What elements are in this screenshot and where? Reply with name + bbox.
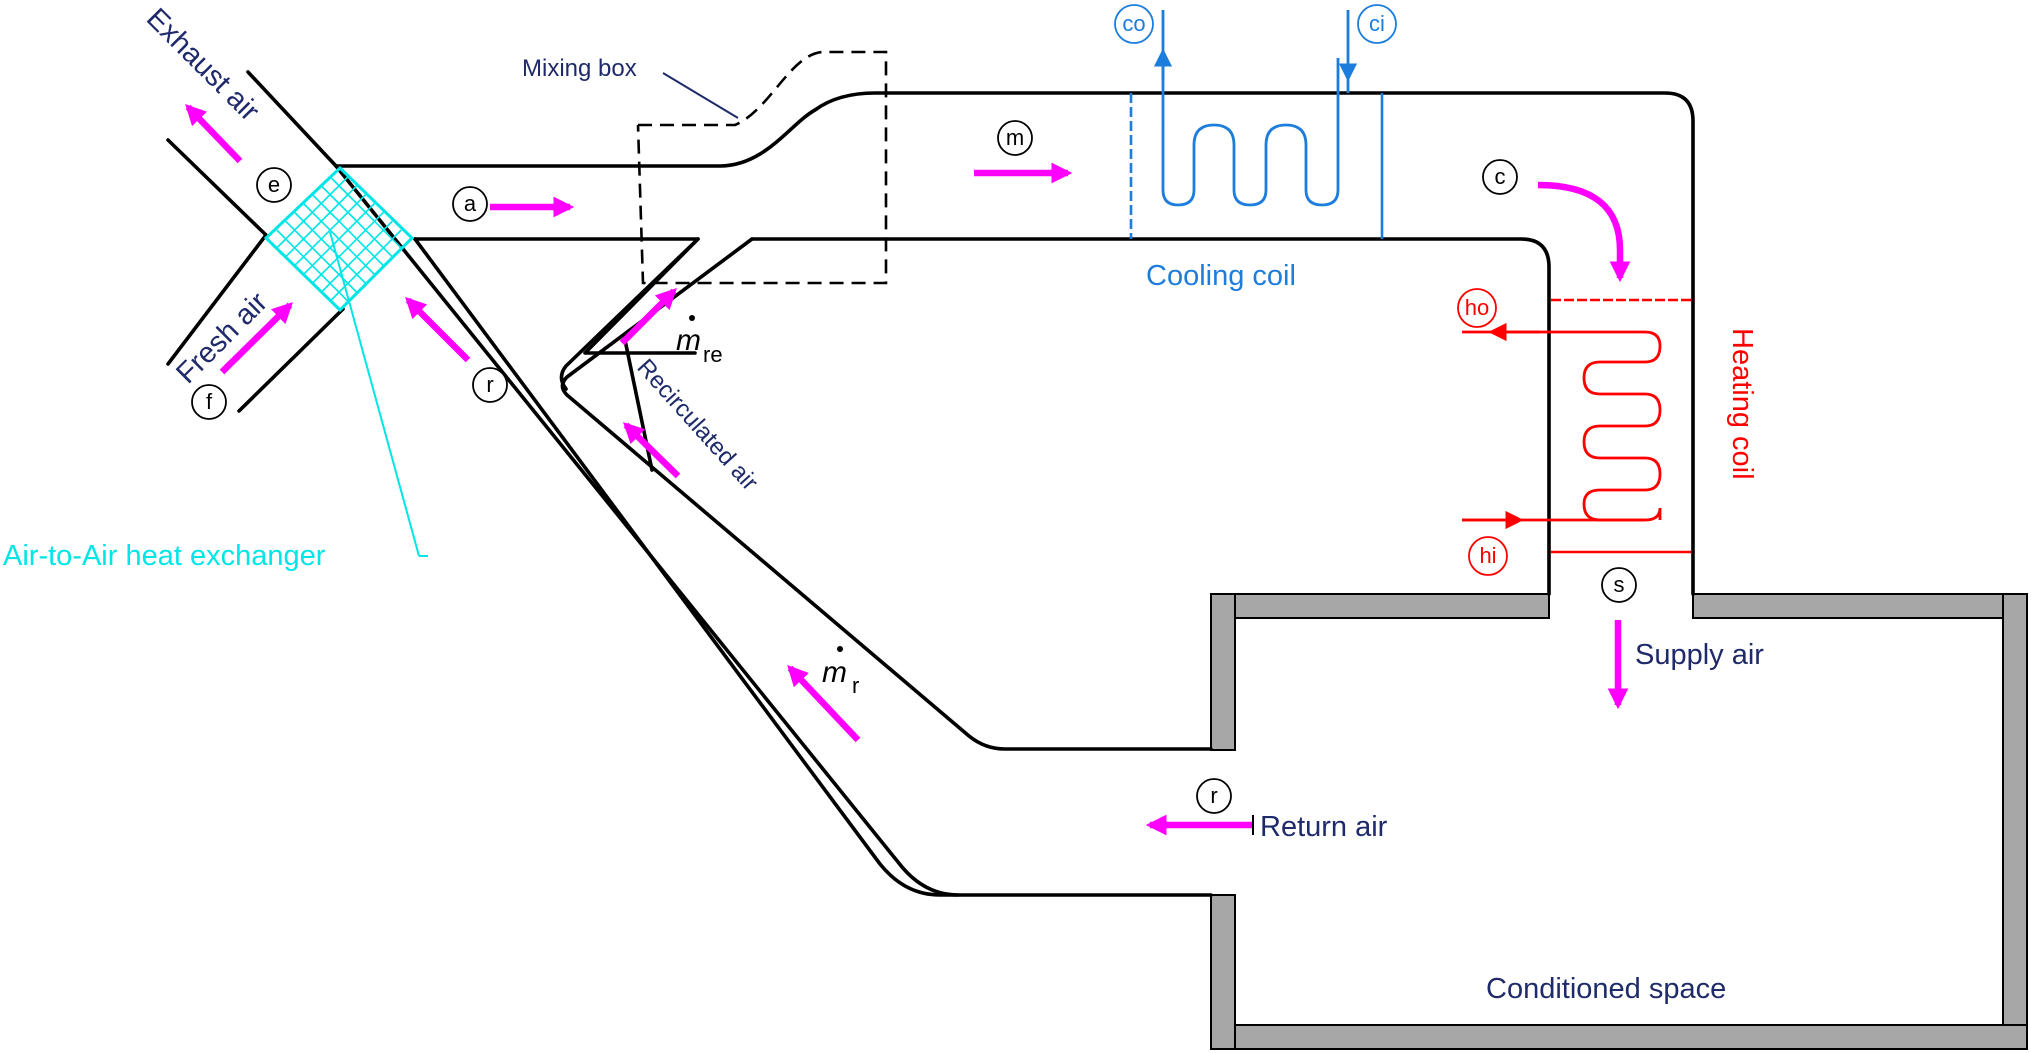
port-co: co: [1114, 4, 1154, 44]
heating-coil-label: Heating coil: [1726, 328, 1758, 480]
port-ho-label: ho: [1465, 295, 1489, 320]
duct-recirculation-outer: [560, 237, 1213, 751]
heating-coil-tubes: [1462, 330, 1662, 522]
heating-coil: Heating coil: [1462, 298, 1758, 554]
heat-exchanger-grid-line: [311, 194, 384, 267]
state-point-r-exchanger: r: [472, 367, 508, 403]
heat-exchanger-grid-line: [329, 176, 402, 249]
conditioned-space-label: Conditioned space: [1486, 973, 1726, 1005]
state-point-c-label: c: [1495, 164, 1506, 189]
mass-flow-recirculated-subscript: re: [703, 342, 723, 367]
wall-right: [2002, 593, 2028, 1050]
state-point-r-return-label: r: [1210, 783, 1217, 808]
return-to-exchanger-arrow: [405, 297, 471, 363]
mass-flow-recirculated-dot: [689, 315, 695, 321]
port-co-label: co: [1122, 11, 1145, 36]
state-points: e f a r m c s r: [191, 120, 1637, 814]
wall-bottom: [1210, 1024, 2028, 1050]
wall-left-lower: [1210, 894, 1236, 1050]
duct-fresh-upper: [166, 233, 268, 366]
mixing-box: [636, 50, 888, 285]
return-duct-arrow: [787, 664, 861, 743]
wall-left-upper: [1210, 593, 1236, 751]
mass-flow-return-subscript: r: [852, 673, 859, 698]
heat-exchanger-grid-line: [311, 211, 384, 284]
return-air-label: Return air: [1260, 811, 1388, 843]
state-point-f: f: [191, 384, 227, 420]
exhaust-air-label: Exhaust air: [140, 2, 265, 127]
wall-top-left: [1210, 593, 1550, 619]
mixing-box-leader: [662, 72, 739, 119]
state-point-m: m: [997, 120, 1033, 156]
duct-recirculation-inner: [559, 237, 700, 391]
fresh-air-arrow: [219, 302, 293, 375]
duct-return-left: [334, 164, 960, 897]
wall-top-right: [1692, 593, 2028, 619]
state-point-e: e: [256, 167, 292, 203]
state-point-c: c: [1482, 159, 1518, 195]
coil-ports: co ci ho hi: [1114, 4, 1508, 576]
mixing-box-label: Mixing box: [522, 55, 637, 82]
state-point-e-label: e: [268, 172, 280, 197]
heat-exchanger-grid-line: [329, 229, 402, 302]
exhaust-air-arrow: [185, 104, 243, 164]
recirculated-air-arrow-upper: [619, 288, 677, 346]
conditioned-space-walls: [1210, 593, 2028, 1050]
port-ci: ci: [1357, 4, 1397, 44]
duct-outer-top: [334, 91, 1695, 596]
state-point-a: a: [452, 186, 488, 222]
mass-flow-return: m r: [822, 646, 859, 698]
state-point-f-label: f: [206, 389, 213, 414]
heat-exchanger-body: [263, 165, 415, 313]
mass-flow-return-dot: [837, 646, 843, 652]
cooling-coil-label: Cooling coil: [1146, 260, 1296, 292]
heat-exchanger-label: Air-to-Air heat exchanger: [3, 540, 326, 572]
cooling-coil: Cooling coil: [1129, 10, 1384, 292]
port-ci-label: ci: [1369, 11, 1385, 36]
duct-return-lower: [413, 237, 1213, 897]
heat-exchanger-grid: [276, 176, 402, 302]
port-hi: hi: [1468, 536, 1508, 576]
duct-exhaust-upper: [246, 70, 338, 168]
cooling-coil-tubes: [1161, 58, 1340, 207]
duct-exhaust-lower: [166, 138, 268, 237]
mass-flow-recirculated-symbol: m: [676, 324, 701, 357]
heat-exchanger-grid-line: [320, 185, 393, 258]
heat-exchanger: Air-to-Air heat exchanger: [3, 165, 428, 572]
state-point-s-label: s: [1614, 572, 1625, 597]
ductwork: [166, 70, 1695, 897]
recirculated-air-label: Recirculated air: [632, 354, 764, 496]
state-point-a-label: a: [464, 191, 477, 216]
port-ho: ho: [1457, 288, 1497, 328]
cooled-air-arrow: [1537, 181, 1631, 283]
state-point-s: s: [1601, 567, 1637, 603]
heat-exchanger-leader: [329, 231, 420, 557]
state-point-m-label: m: [1006, 125, 1024, 150]
duct-inner-upper: [750, 237, 1551, 596]
recirculated-air-arrow-lower: [623, 422, 681, 479]
heat-exchanger-grid-line: [302, 202, 376, 276]
mass-flow-recirculated: m re: [676, 315, 723, 367]
state-point-r-return: r: [1196, 778, 1232, 814]
supply-air-label: Supply air: [1635, 639, 1764, 671]
mass-flow-return-symbol: m: [822, 656, 847, 689]
heat-exchanger-grid-line: [320, 220, 393, 293]
state-point-r-exchanger-label: r: [486, 372, 493, 397]
duct-inner-top: [413, 237, 700, 355]
airflow-arrows: [185, 104, 1631, 836]
port-hi-label: hi: [1479, 543, 1496, 568]
duct-fresh-lower: [237, 307, 345, 413]
